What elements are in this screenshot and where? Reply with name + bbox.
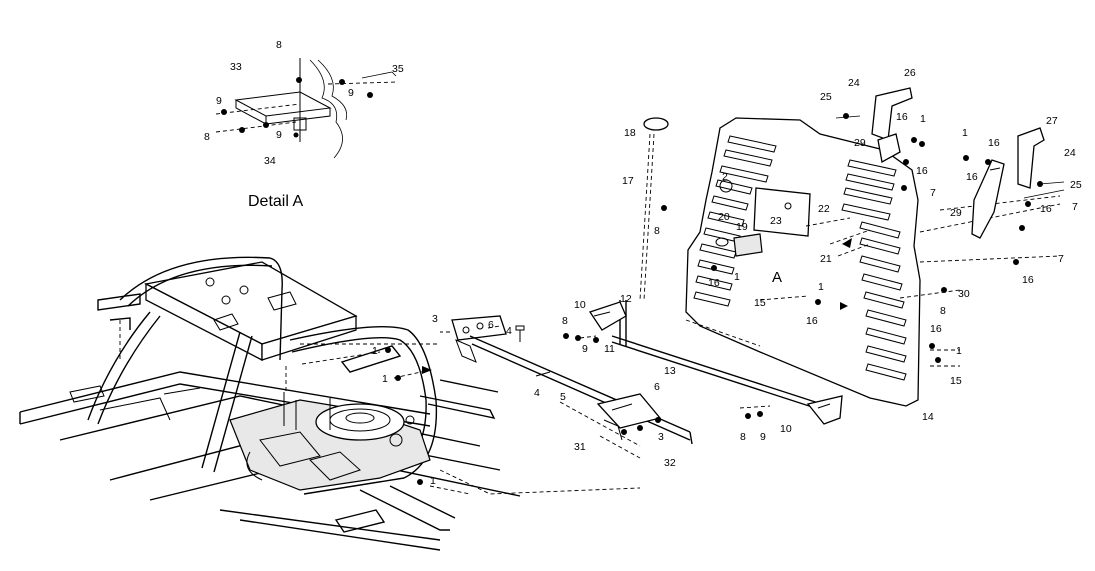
rear-panel-drawing [422,87,1065,407]
callout-label: 16 [1040,203,1052,215]
callout-label: 16 [708,277,720,289]
callout-label: 1 [372,345,378,357]
callout-label: 7 [1058,253,1064,265]
callout-label: 16 [1022,274,1034,286]
callout-label: 29 [950,207,962,219]
callout-label: 12 [620,293,632,305]
callout-label: 7 [930,187,936,199]
callout-label: 1 [920,113,926,125]
callout-label: 8 [740,431,746,443]
callout-label: 8 [562,315,568,327]
callout-label: 9 [582,343,588,355]
callout-label: 16 [966,171,978,183]
callout-label: 6 [654,381,660,393]
callout-label: 1 [962,127,968,139]
callout-label: 32 [664,457,676,469]
callout-label: 13 [664,365,676,377]
callout-label: 1 [430,475,436,487]
callout-label: 8 [276,39,282,51]
callout-label: 1 [734,271,740,283]
callout-label: 10 [780,423,792,435]
callout-label: 1 [956,345,962,357]
callout-label: 18 [624,127,636,139]
callout-label: 9 [348,87,354,99]
linkage-drawing [440,300,843,459]
detail-a-reference: A [772,269,782,286]
callout-label: 26 [904,67,916,79]
callout-label: 9 [216,95,222,107]
callout-label: 11 [604,343,615,355]
callout-label: 15 [754,297,766,309]
callout-label: 35 [392,63,404,75]
callout-label: 19 [736,221,748,233]
callout-label: 4 [506,325,512,337]
callout-label: 3 [658,431,664,443]
callout-label: 1 [818,281,824,293]
callout-label: 2 [722,171,728,183]
callout-label: 16 [916,165,928,177]
callout-label: 29 [854,137,866,149]
callout-label: 27 [1046,115,1058,127]
callout-label: 33 [230,61,242,73]
callout-label: 1 [382,373,388,385]
callout-label: 16 [896,111,908,123]
callout-label: 25 [820,91,832,103]
callout-label: 7 [1072,201,1078,213]
callout-label: 24 [1064,147,1076,159]
callout-label: 24 [848,77,860,89]
callout-label: 3 [432,313,438,325]
callout-label: 8 [654,225,660,237]
detail-a-title: Detail A [248,193,303,210]
callout-label: 14 [922,411,934,423]
callout-label: 21 [820,253,832,265]
callout-label: 16 [930,323,942,335]
callout-label: 4 [534,387,540,399]
callout-label: 8 [940,305,946,317]
callout-label: 9 [760,431,766,443]
callout-label: 15 [950,375,962,387]
callout-label: 34 [264,155,276,167]
callout-label: 23 [770,215,782,227]
callout-label: 9 [276,129,282,141]
detail-a-drawing [215,58,399,159]
callout-label: 20 [718,211,730,223]
callout-label: 16 [988,137,1000,149]
callout-label: 17 [622,175,634,187]
callout-label: 8 [204,131,210,143]
callout-label: 22 [818,203,830,215]
tractor-frame-drawing [19,256,641,551]
callout-label: 6 [488,319,494,331]
callout-label: 16 [806,315,818,327]
callout-label: 25 [1070,179,1082,191]
callout-label: 30 [958,288,970,300]
callout-label: 31 [574,441,586,453]
callout-label: 5 [560,391,566,403]
callout-label: 10 [574,299,586,311]
